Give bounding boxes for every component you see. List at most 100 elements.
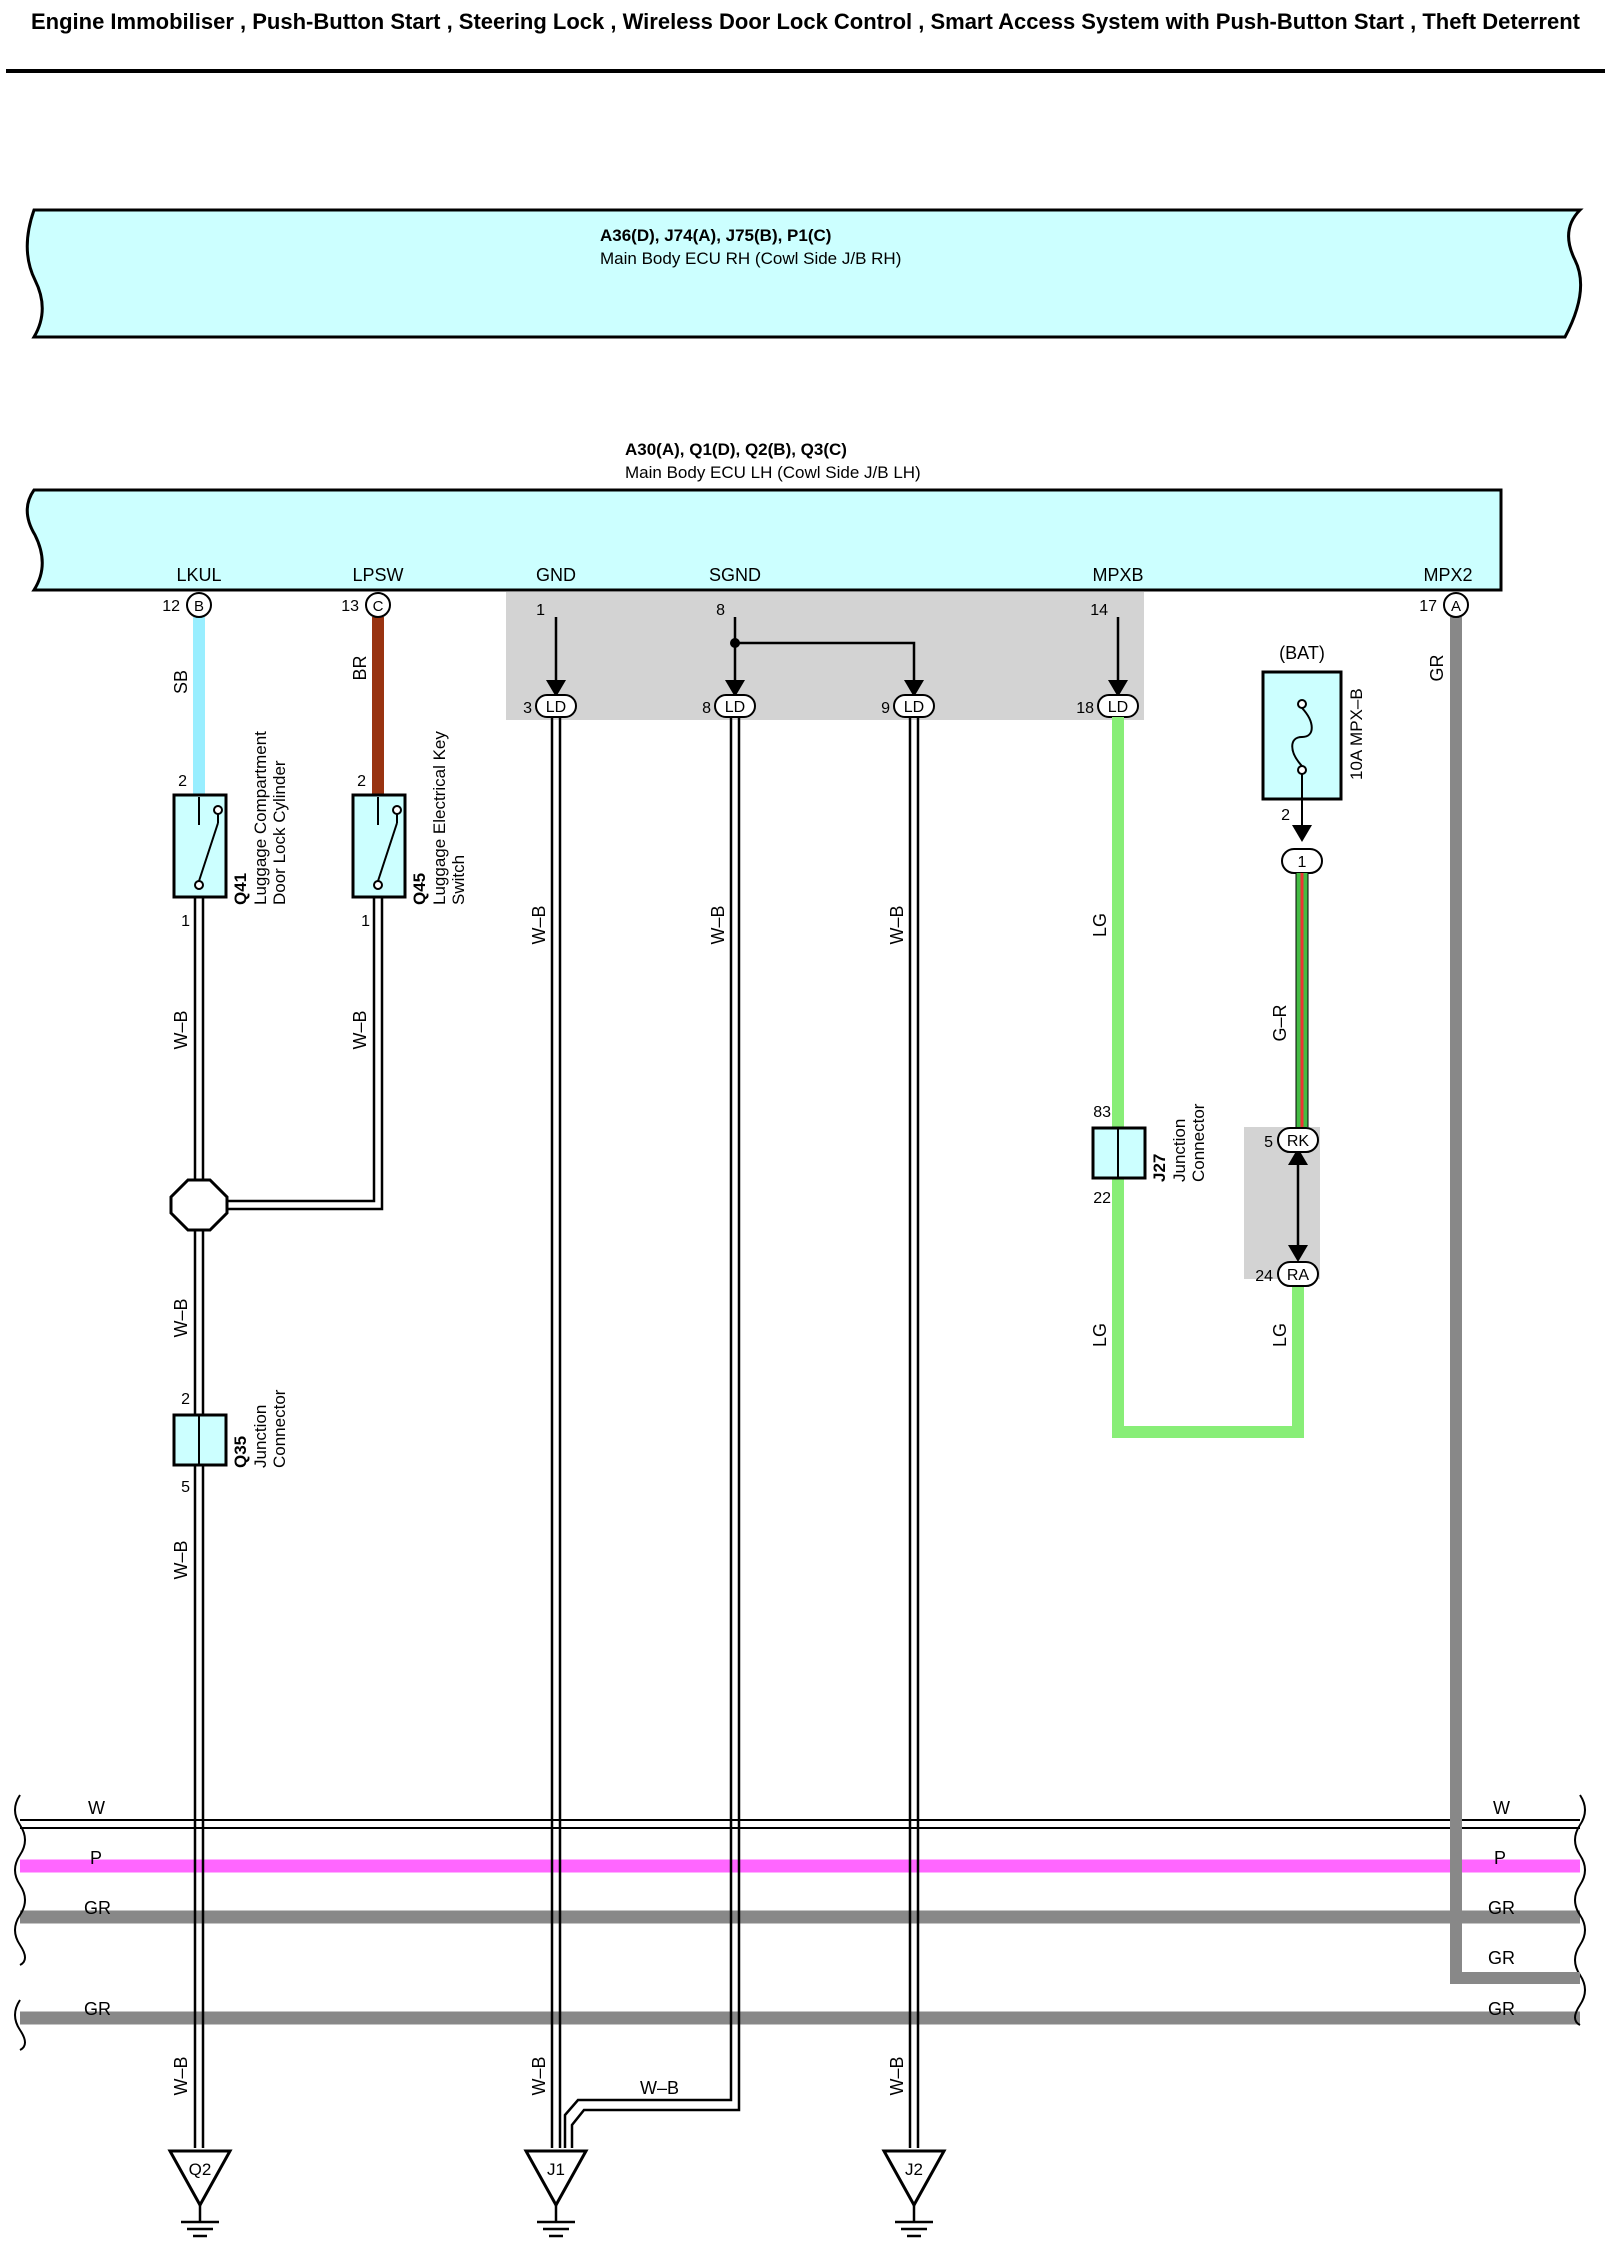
svg-text:RA: RA <box>1287 1267 1310 1284</box>
wire-lg <box>1112 717 1304 1438</box>
page-title: Engine Immobiliser , Push-Button Start ,… <box>30 9 1580 34</box>
pin-lpsw: 13 <box>341 598 359 615</box>
pin-mpxb: 14 <box>1090 602 1108 619</box>
svg-text:1: 1 <box>1298 854 1307 871</box>
wire-wb-column-a <box>193 897 205 2148</box>
ground-j1 <box>523 2149 589 2238</box>
svg-text:A: A <box>1451 598 1461 615</box>
ld-connectors <box>535 694 1139 718</box>
j27-name-1: Junction <box>1170 1119 1189 1182</box>
break-mark-left <box>14 1794 26 1966</box>
splice-dot <box>730 638 740 648</box>
q35-junction-connector <box>172 1413 228 1467</box>
ecu-rh-box <box>25 208 1584 339</box>
q41-pin-top: 2 <box>178 773 187 790</box>
ld-pin-2: 8 <box>702 700 711 717</box>
terminal-gnd: GND <box>536 565 576 585</box>
j27-code: J27 <box>1150 1154 1169 1182</box>
wire-label-lg-3: LG <box>1270 1323 1290 1347</box>
wire-label-wb-sgnd: W–B <box>708 905 728 944</box>
wire-label-wb-j2: W–B <box>887 2056 907 2095</box>
ground-q2 <box>167 2149 233 2238</box>
wire-wb-column-b <box>218 897 384 1211</box>
ra-pin: 24 <box>1255 1268 1273 1285</box>
bus-label-gr1-right: GR <box>1488 1898 1515 1918</box>
arrows <box>546 680 1128 697</box>
bus-label-w-left: W <box>88 1798 105 1818</box>
bus-label-p-left: P <box>90 1848 102 1868</box>
ground-q2-label: Q2 <box>189 2160 212 2179</box>
pin-gnd: 1 <box>536 602 545 619</box>
bus-label-gr3-right: GR <box>1488 1999 1515 2019</box>
break-mark-right <box>1574 1794 1586 2026</box>
ecu-rh-name: Main Body ECU RH (Cowl Side J/B RH) <box>600 249 901 268</box>
bus-label-p-right: P <box>1494 1848 1506 1868</box>
bus-lines <box>14 1794 1586 2051</box>
wire-label-lg-2: LG <box>1090 1323 1110 1347</box>
ecu-lh-box <box>25 488 1503 592</box>
terminal-mpxb: MPXB <box>1092 565 1143 585</box>
ld-pin-4: 18 <box>1076 700 1094 717</box>
pin-mpx2: 17 <box>1419 598 1437 615</box>
wire-label-wb-a4: W–B <box>171 2056 191 2095</box>
fuse-name: 10A MPX–B <box>1347 688 1366 780</box>
pin-lkul: 12 <box>162 598 180 615</box>
wire-wb-ground <box>550 717 920 2148</box>
bus-label-gr2-right: GR <box>1488 1948 1515 1968</box>
j27-name-2: Connector <box>1189 1103 1208 1182</box>
ld-label-4: LD <box>1108 699 1128 716</box>
terminal-mpx2: MPX2 <box>1423 565 1472 585</box>
q41-switch <box>172 793 228 899</box>
splice-area <box>506 592 1144 720</box>
q45-code: Q45 <box>410 873 429 905</box>
j27-pin-top: 83 <box>1093 1104 1111 1121</box>
bus-label-gr1-left: GR <box>84 1898 111 1918</box>
wire-label-wb-sgnd2: W–B <box>887 905 907 944</box>
svg-text:B: B <box>194 598 204 615</box>
connector-lkul <box>186 592 212 618</box>
q45-name-2: Switch <box>449 855 468 905</box>
q45-pin-top: 2 <box>357 773 366 790</box>
q45-pin-bottom: 1 <box>361 913 370 930</box>
q41-name-2: Door Lock Cylinder <box>270 760 289 905</box>
ecu-lh-connectors: A30(A), Q1(D), Q2(B), Q3(C) <box>625 440 847 459</box>
q45-switch <box>351 793 407 899</box>
pin-sgnd: 8 <box>716 602 725 619</box>
q35-name-1: Junction <box>251 1405 270 1468</box>
bus-label-gr3-left: GR <box>84 1999 111 2019</box>
wire-g-r <box>1295 873 1309 1130</box>
ecu-rh-connectors: A36(D), J74(A), J75(B), P1(C) <box>600 226 831 245</box>
ld-pin-1: 3 <box>523 700 532 717</box>
ground-j2-label: J2 <box>905 2160 923 2179</box>
q35-pin-bottom: 5 <box>181 1479 190 1496</box>
terminal-lpsw: LPSW <box>352 565 403 585</box>
svg-text:RK: RK <box>1287 1133 1310 1150</box>
wire-label-wb-a2: W–B <box>171 1298 191 1337</box>
fuse-10a-mpx-b <box>1261 670 1343 842</box>
j27-pin-bottom: 22 <box>1093 1190 1111 1207</box>
q45-name-1: Luggage Electrical Key <box>430 731 449 905</box>
svg-text:C: C <box>373 598 384 615</box>
wire-label-wb-b1: W–B <box>350 1010 370 1049</box>
wire-label-lg-1: LG <box>1090 913 1110 937</box>
wire-label-br: BR <box>350 655 370 680</box>
connector-lpsw <box>365 592 391 618</box>
terminal-lkul: LKUL <box>176 565 221 585</box>
wire-label-sb: SB <box>171 670 191 694</box>
splice-wiring <box>554 617 1120 690</box>
rk-pin: 5 <box>1264 1134 1273 1151</box>
ld-label-2: LD <box>725 699 745 716</box>
wire-label-wb-horizontal: W–B <box>640 2078 679 2098</box>
connector-mpx2 <box>1443 592 1469 618</box>
wire-label-g-r: G–R <box>1270 1004 1290 1041</box>
wire-label-wb-j1: W–B <box>529 2056 549 2095</box>
ground-j2 <box>881 2149 947 2238</box>
wire-label-wb-a1: W–B <box>171 1010 191 1049</box>
q35-code: Q35 <box>231 1436 250 1468</box>
wire-label-wb-gnd: W–B <box>529 905 549 944</box>
connector-ra <box>1277 1261 1319 1287</box>
ld-label-1: LD <box>546 699 566 716</box>
bus-label-w-right: W <box>1493 1798 1510 1818</box>
ecu-lh-name: Main Body ECU LH (Cowl Side J/B LH) <box>625 463 921 482</box>
